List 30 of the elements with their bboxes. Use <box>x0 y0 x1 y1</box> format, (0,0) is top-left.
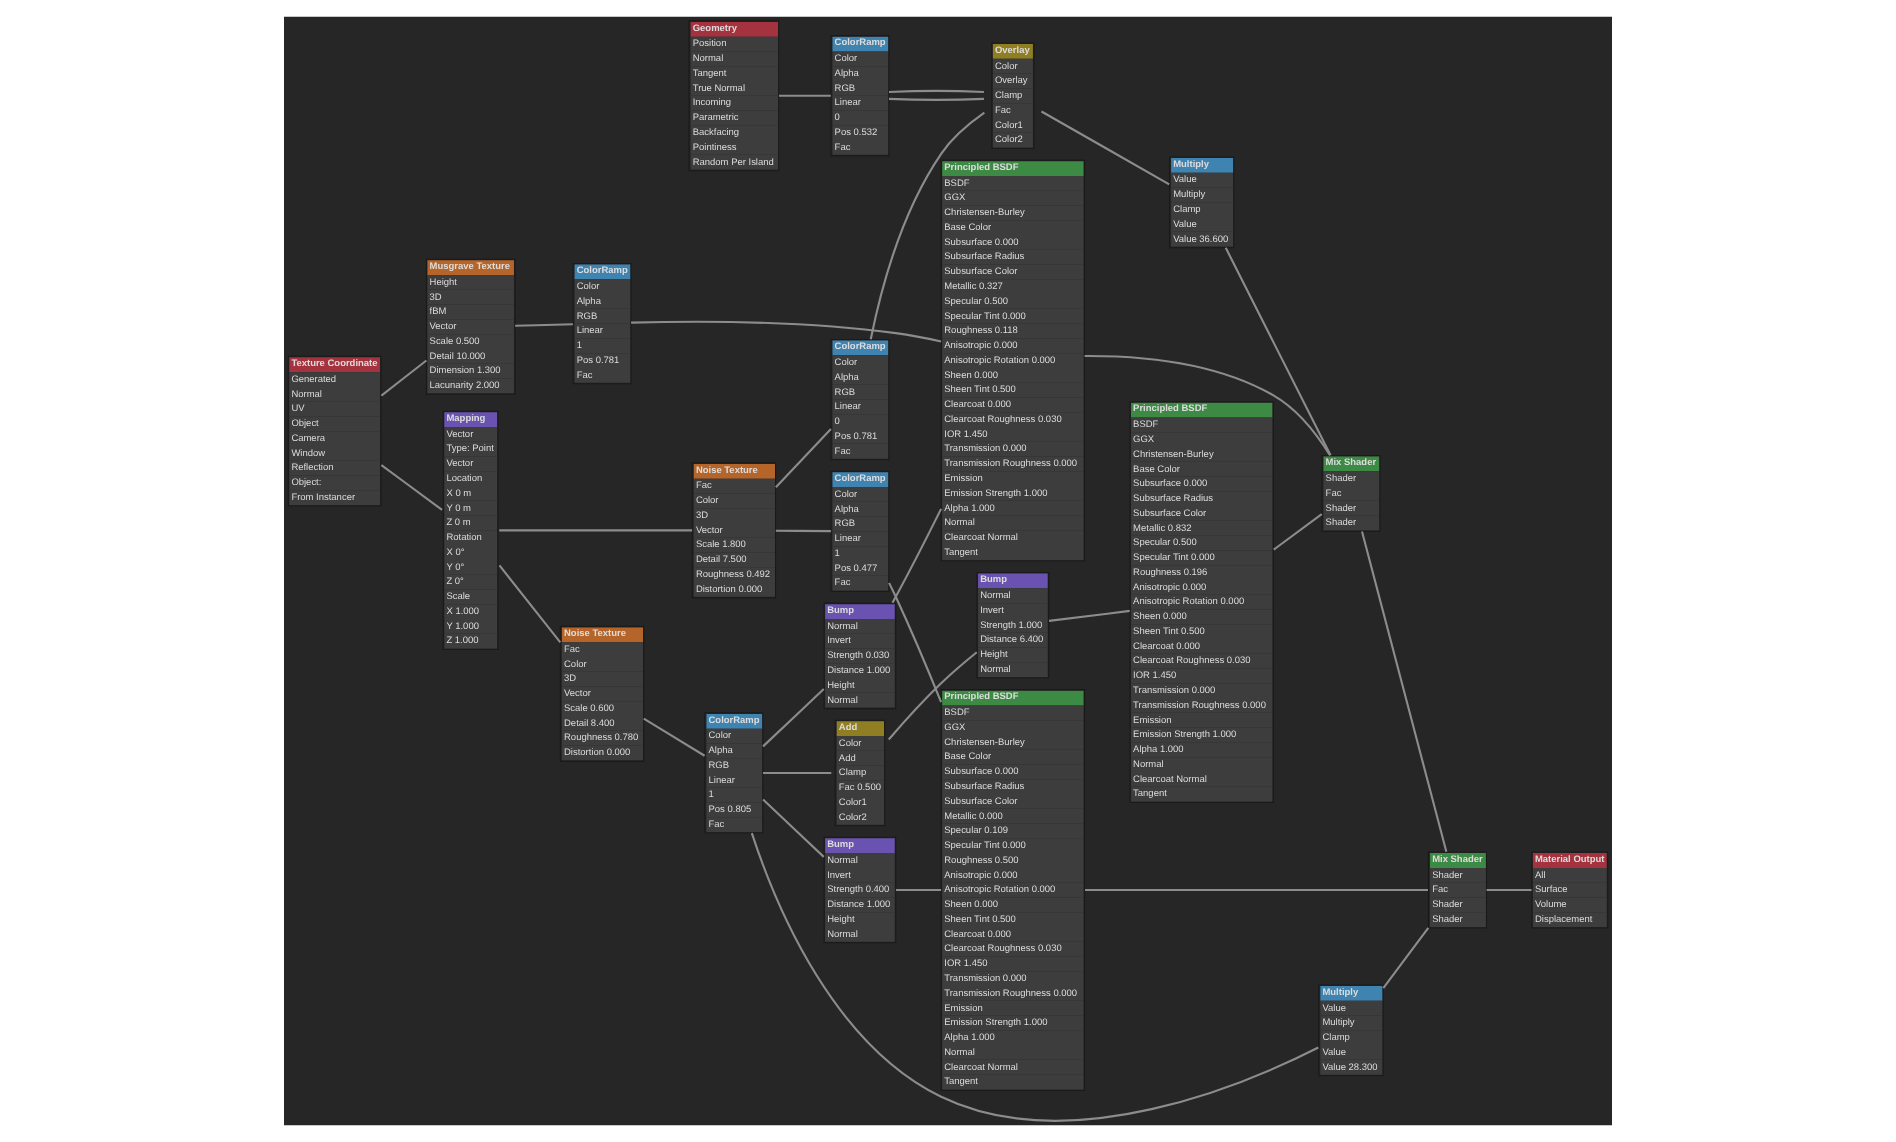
connector <box>869 111 985 340</box>
connector <box>515 323 573 327</box>
connector <box>499 529 693 532</box>
connector <box>1382 927 1430 989</box>
connector <box>1084 354 1331 456</box>
connector <box>762 688 825 748</box>
connector <box>1273 513 1323 551</box>
connector <box>763 771 832 774</box>
connector <box>887 651 978 741</box>
connector <box>380 359 428 397</box>
connector <box>775 529 831 533</box>
connector <box>643 717 706 757</box>
connector <box>498 564 562 644</box>
connector <box>775 428 832 488</box>
connector <box>1224 247 1332 456</box>
connector <box>779 94 831 97</box>
connector <box>380 464 443 511</box>
connector <box>762 798 825 858</box>
connector <box>895 889 942 892</box>
connector <box>1486 889 1532 892</box>
connector <box>750 832 1319 1122</box>
connector <box>888 89 984 94</box>
connector <box>888 582 943 703</box>
connector <box>888 97 984 101</box>
connector <box>1048 609 1130 622</box>
connector <box>631 320 942 343</box>
connector <box>1360 531 1448 853</box>
connector <box>891 508 943 604</box>
connector <box>1085 889 1428 892</box>
connector <box>1040 110 1170 186</box>
